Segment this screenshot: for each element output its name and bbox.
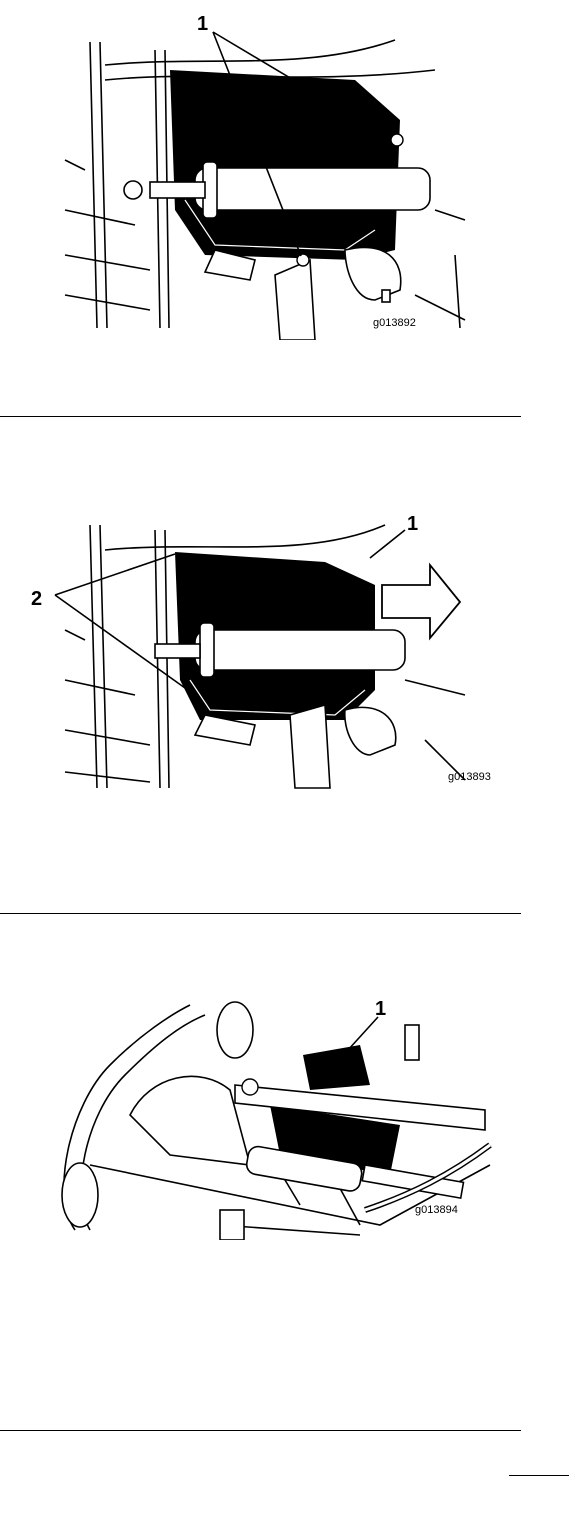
figure-code: g013892 xyxy=(373,317,416,329)
air-filter-cover-illustration: 1 g013892 xyxy=(55,10,475,340)
figure-g013892: 1 g013892 xyxy=(55,10,475,340)
callout-label: 2 xyxy=(31,588,42,610)
callout-label: 1 xyxy=(407,513,418,535)
callout-label: 1 xyxy=(375,998,386,1020)
divider xyxy=(0,913,521,914)
figure-g013893: 1 2 g013893 xyxy=(25,510,495,790)
figure-g013894: 1 g013894 xyxy=(30,995,500,1240)
page-footer-rule xyxy=(509,1475,569,1476)
callout-label: 1 xyxy=(197,13,208,35)
figure-code: g013893 xyxy=(448,771,491,783)
divider xyxy=(0,416,521,417)
remove-cover-illustration: 1 2 g013893 xyxy=(25,510,495,790)
machine-overview-illustration: 1 g013894 xyxy=(30,995,500,1240)
divider xyxy=(0,1430,521,1431)
figure-code: g013894 xyxy=(415,1204,458,1216)
